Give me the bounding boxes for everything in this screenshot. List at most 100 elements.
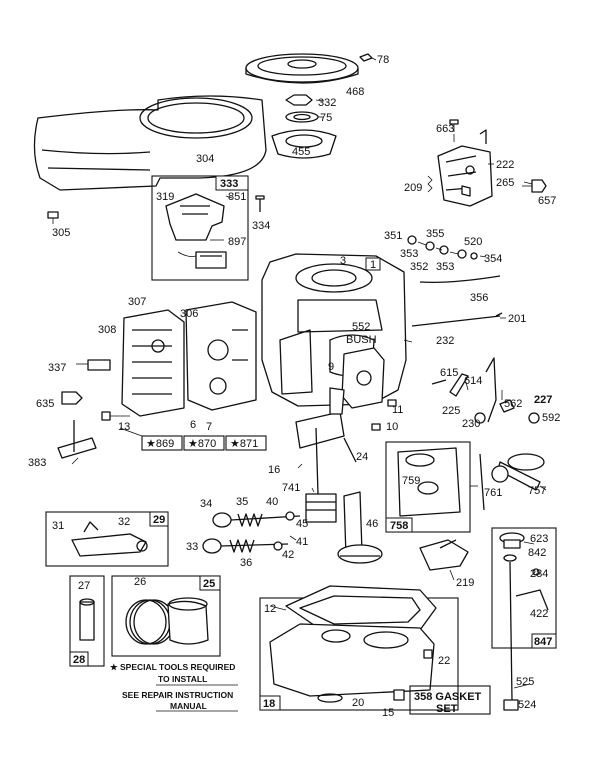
notes-block [156, 684, 238, 712]
bolt-13 [101, 411, 130, 421]
callout-13: 13 [118, 421, 130, 433]
callout-45: 45 [296, 518, 308, 530]
tag-box-333 [215, 175, 249, 191]
callout-306: 306 [180, 308, 198, 320]
callout-847: 847 [534, 636, 552, 648]
callout-614: 614 [464, 375, 482, 387]
screw-305 [47, 211, 59, 224]
callout-42: 42 [282, 549, 294, 561]
callout-46: 46 [366, 518, 378, 530]
callout-7: 7 [206, 421, 212, 433]
callout-31: 31 [52, 520, 64, 532]
plug-22 [423, 649, 433, 659]
callout-871: ★871 [230, 438, 258, 450]
tag-box-758 [385, 517, 413, 533]
callout-9: 9 [328, 361, 334, 373]
callout-337: 337 [48, 362, 66, 374]
callout-40: 40 [266, 496, 278, 508]
callout-6: 6 [190, 419, 196, 431]
callout-757: 757 [528, 485, 546, 497]
callout-209: 209 [404, 182, 422, 194]
fitting-635 [61, 391, 83, 405]
callout-227: 227 [534, 394, 552, 406]
tag-box-847 [531, 633, 557, 649]
callout-16: 16 [268, 464, 280, 476]
callout-230: 230 [462, 418, 480, 430]
governor-crank [419, 539, 469, 571]
fitting-657 [522, 179, 547, 193]
callout-334: 334 [252, 220, 270, 232]
callout-358-gasket: 358 GASKET [414, 691, 482, 703]
callout-455: 455 [292, 146, 310, 158]
callout-12: 12 [264, 603, 276, 615]
kit-box-29 [45, 511, 169, 567]
callout-11: 11 [392, 404, 403, 416]
tag-box-25 [199, 575, 221, 591]
callout-305: 305 [52, 227, 70, 239]
callout-623: 623 [530, 533, 548, 545]
cylinder-head [121, 309, 185, 417]
callout-332: 332 [318, 97, 336, 109]
callout-562: 562 [504, 398, 522, 410]
breather-assembly [341, 347, 397, 431]
callout-352: 352 [410, 261, 428, 273]
callout-615: 615 [440, 367, 458, 379]
gasket-ring [285, 111, 319, 123]
dipstick-assembly [499, 532, 549, 711]
valve-set [202, 511, 301, 554]
callout-225: 225 [442, 405, 460, 417]
governor-lever [431, 357, 540, 424]
callout-356: 356 [470, 292, 488, 304]
spring-209 [427, 175, 433, 193]
callout-308: 308 [98, 324, 116, 336]
callout-851: 851 [228, 191, 246, 203]
callout-22: 22 [438, 655, 450, 667]
callout-758: 758 [390, 520, 408, 532]
callout-333: 333 [220, 178, 238, 190]
tag-box-28 [69, 651, 89, 667]
callout-3: 3 [340, 255, 346, 267]
callout-355: 355 [426, 228, 444, 240]
gasket-set-box [409, 685, 491, 715]
tools-869-871 [141, 435, 267, 451]
callout-663: 663 [436, 123, 454, 135]
repair-note-line2: MANUAL [170, 701, 207, 711]
special-tools-note-line2: TO INSTALL [158, 674, 207, 684]
callout-383: 383 [28, 457, 46, 469]
camshaft-gear [337, 491, 383, 564]
callout-labels: 78 468 332 75 455 304 663 222 265 657 20… [28, 54, 560, 719]
callout-15: 15 [382, 707, 394, 719]
tag-box-29 [149, 511, 169, 527]
callout-232: 232 [436, 335, 454, 347]
callout-284: 284 [530, 568, 548, 580]
callout-32: 32 [118, 516, 130, 528]
air-cleaner-cover [245, 53, 359, 84]
callout-41: 41 [296, 536, 308, 548]
callout-bush: BUSH [346, 334, 377, 346]
callout-265: 265 [496, 177, 514, 189]
dipstick-tube [57, 420, 97, 459]
connecting-rod [491, 453, 545, 491]
callout-75: 75 [320, 112, 332, 124]
screw-334 [255, 195, 265, 212]
callout-761: 761 [484, 487, 502, 499]
callout-741: 741 [282, 482, 300, 494]
tag-box-18 [259, 695, 281, 711]
callout-307: 307 [128, 296, 146, 308]
callout-319: 319 [156, 191, 174, 203]
callout-525: 525 [516, 676, 534, 688]
callout-870: ★870 [188, 438, 216, 450]
callout-26: 26 [134, 576, 146, 588]
kit-box-333 [151, 175, 249, 281]
governor-control [437, 129, 493, 207]
plug-15 [393, 689, 405, 701]
repair-note-line1: SEE REPAIR INSTRUCTION [122, 690, 233, 700]
governor-housing [397, 447, 461, 517]
callout-351: 351 [384, 230, 402, 242]
callout-869: ★869 [146, 438, 174, 450]
kit-box-847 [491, 527, 557, 649]
special-tools-note-line1: ★ SPECIAL TOOLS REQUIRED [110, 662, 235, 672]
piston-pin [79, 598, 95, 641]
kit-box-25 [111, 575, 221, 657]
